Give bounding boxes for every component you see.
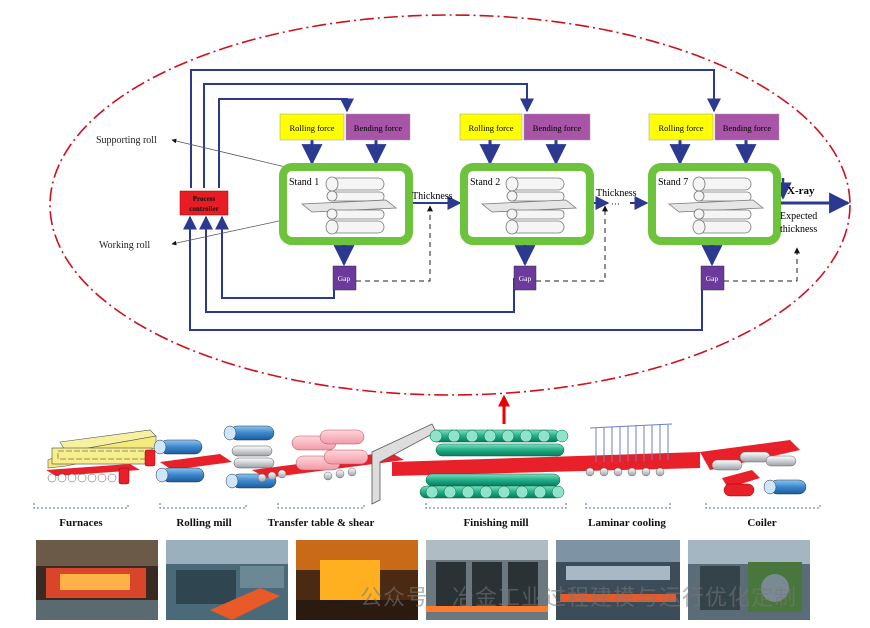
table-rollers bbox=[257, 467, 357, 483]
xray-label: X-ray bbox=[787, 185, 815, 197]
production-line bbox=[46, 423, 807, 505]
expected-thickness-line2: thickness bbox=[780, 224, 817, 235]
expected-thickness-line1: Expected bbox=[780, 211, 817, 222]
rolling-force-label: Rolling force bbox=[658, 123, 703, 133]
section-label-transfer-shear: Transfer table & shear bbox=[268, 517, 375, 529]
photo-strip bbox=[36, 540, 810, 620]
photo-transfer-shear bbox=[296, 540, 418, 620]
rolling-mill-graphic bbox=[153, 425, 277, 489]
furnace-graphic bbox=[46, 429, 157, 485]
gap-box bbox=[513, 265, 537, 291]
finishing-roll-ends bbox=[425, 429, 569, 499]
transfer-rolls bbox=[291, 429, 369, 471]
roll-stack-icon bbox=[300, 176, 398, 235]
main-strip bbox=[392, 452, 700, 476]
bending-force-box bbox=[345, 113, 411, 141]
thickness-label-2: Thickness bbox=[596, 188, 637, 199]
section-label-rolling-mill: Rolling mill bbox=[176, 517, 231, 529]
gap-label: Gap bbox=[338, 274, 351, 283]
photo-rolling-mill bbox=[166, 540, 288, 620]
rolling-force-box bbox=[459, 113, 523, 141]
thickness-label-1: Thickness bbox=[412, 191, 453, 202]
section-label-finishing-mill: Finishing mill bbox=[463, 517, 528, 529]
roll-stack-icon bbox=[480, 176, 578, 235]
rolling-force-box bbox=[279, 113, 345, 141]
stand-name: Stand 7 bbox=[658, 177, 688, 188]
supporting-roll-label: Supporting roll bbox=[96, 135, 157, 146]
ellipsis-label: ··· bbox=[611, 199, 620, 209]
process-controller-line1: Process bbox=[193, 195, 216, 203]
photo-laminar-cooling bbox=[556, 540, 680, 620]
photo-furnaces bbox=[36, 540, 158, 620]
stand-7: Rolling force Bending force Stand 7 Gap bbox=[648, 113, 781, 291]
gap-label: Gap bbox=[706, 274, 719, 283]
section-label-laminar-cooling: Laminar cooling bbox=[588, 517, 666, 529]
measurement-dashes bbox=[356, 205, 800, 282]
rolling-force-box bbox=[648, 113, 714, 141]
gap-label: Gap bbox=[519, 274, 532, 283]
photo-coiler bbox=[688, 540, 810, 620]
rolling-force-label: Rolling force bbox=[468, 123, 513, 133]
stand-name: Stand 2 bbox=[470, 177, 500, 188]
feedback-lines bbox=[183, 69, 721, 331]
section-brackets bbox=[33, 503, 821, 509]
section-label-furnaces: Furnaces bbox=[59, 517, 103, 529]
watermark-text: 公众号：冶金工业过程建模与运行优化定制 bbox=[360, 586, 798, 611]
process-controller-line2: controller bbox=[189, 205, 218, 213]
process-controller: Process controller bbox=[179, 190, 229, 216]
laminar-sprays bbox=[589, 423, 673, 462]
gap-box bbox=[332, 265, 357, 291]
roll-stack-icon bbox=[667, 176, 765, 235]
bending-force-box bbox=[523, 113, 591, 141]
thickness-arrows bbox=[410, 178, 851, 214]
cooling-rollers bbox=[585, 467, 665, 477]
working-roll-label: Working roll bbox=[99, 240, 150, 251]
stand-1: Rolling force Bending force Stand 1 Gap bbox=[279, 113, 413, 291]
rolling-force-label: Rolling force bbox=[289, 123, 334, 133]
photo-finishing-mill bbox=[426, 540, 548, 620]
gap-box bbox=[700, 265, 725, 291]
bending-force-box bbox=[714, 113, 780, 141]
section-label-coiler: Coiler bbox=[747, 517, 776, 529]
bending-force-label: Bending force bbox=[354, 123, 403, 133]
stand-name: Stand 1 bbox=[289, 177, 319, 188]
bending-force-label: Bending force bbox=[533, 123, 582, 133]
bending-force-label: Bending force bbox=[723, 123, 772, 133]
stand-2: Rolling force Bending force Stand 2 Gap bbox=[459, 113, 594, 291]
coiler-graphic bbox=[700, 440, 807, 497]
